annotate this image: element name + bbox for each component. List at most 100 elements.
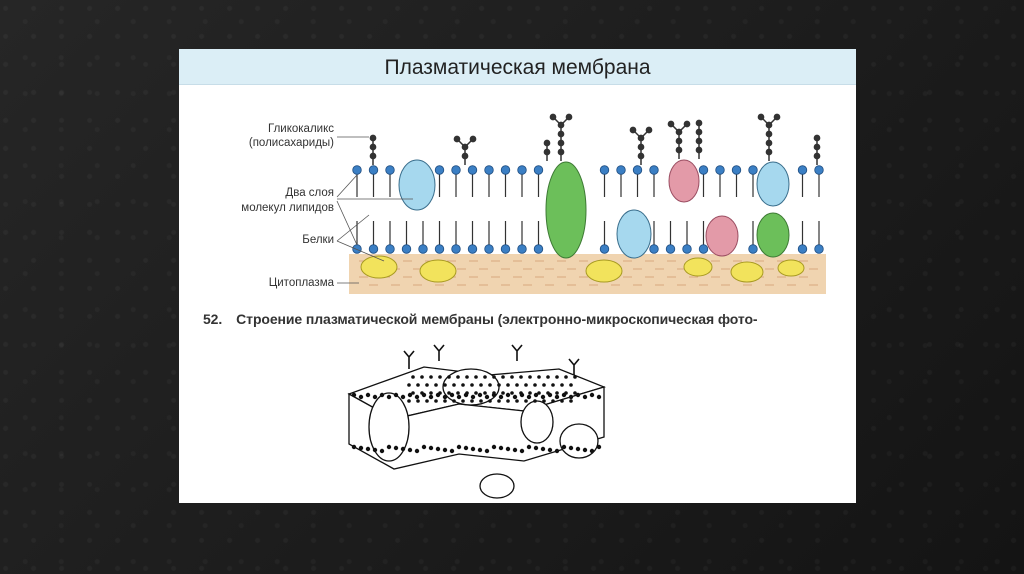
lipid-head	[534, 245, 543, 254]
lipid-head	[815, 245, 824, 254]
sketch-dot	[524, 383, 528, 387]
sketch-dot	[474, 375, 478, 379]
sketch-dot	[515, 383, 519, 387]
sketch-dot	[352, 393, 356, 397]
lipid-head	[666, 245, 675, 254]
sketch-dot	[479, 399, 483, 403]
sketch-dot	[429, 395, 433, 399]
sketch-dot	[569, 399, 573, 403]
sketch-dot	[366, 447, 370, 451]
sketch-dot	[366, 393, 370, 397]
sketch-dot	[515, 399, 519, 403]
lipid-head	[369, 166, 378, 175]
sugar-bead	[668, 121, 673, 126]
lipid-head	[732, 166, 741, 175]
sketch-dot	[456, 391, 460, 395]
slide: Плазматическая мембрана	[179, 49, 856, 503]
sketch-dot	[583, 395, 587, 399]
sketch-dot	[534, 446, 538, 450]
lipid-head	[353, 166, 362, 175]
glycocalyx-chains	[370, 114, 819, 165]
sketch-dot	[452, 399, 456, 403]
sketch-dot	[564, 391, 568, 395]
sketch-dot	[527, 445, 531, 449]
protein-green-large	[546, 162, 586, 258]
sketch-dot	[478, 393, 482, 397]
sketch-chain-2	[434, 345, 444, 361]
protein-blue-2	[617, 210, 651, 258]
sugar-bead	[646, 127, 651, 132]
figure-caption: 52.Строение плазматической мембраны (эле…	[203, 311, 757, 327]
sketch-dot	[555, 449, 559, 453]
sketch-dot	[387, 445, 391, 449]
sugar-bead	[470, 136, 475, 141]
sketch-dot	[420, 391, 424, 395]
sketch-dot	[513, 448, 517, 452]
sketch-dot	[443, 395, 447, 399]
sketch-dot	[359, 446, 363, 450]
sketch-protein-bottom	[480, 474, 514, 498]
sketch-dot	[471, 447, 475, 451]
protein-blue-1	[399, 160, 435, 210]
sketch-dot	[447, 375, 451, 379]
sketch-dot	[483, 391, 487, 395]
sketch-dot	[506, 399, 510, 403]
sugar-bead	[758, 114, 763, 119]
sugar-bead	[550, 114, 555, 119]
lipid-head	[699, 166, 708, 175]
sketch-dot	[485, 449, 489, 453]
sketch-dot	[569, 395, 573, 399]
sketch-dot	[519, 375, 523, 379]
protein-green-2	[757, 213, 789, 257]
sketch-dot	[465, 391, 469, 395]
lipid-head	[386, 166, 395, 175]
sketch-dot	[474, 391, 478, 395]
sketch-dot	[488, 399, 492, 403]
lipid-head	[798, 166, 807, 175]
protein-pink-2	[706, 216, 738, 256]
sketch-dot	[510, 391, 514, 395]
sugar-bead	[630, 127, 635, 132]
sketch-dot	[394, 393, 398, 397]
sketch-dot	[506, 393, 510, 397]
sketch-dot	[597, 395, 601, 399]
sketch-dot	[456, 375, 460, 379]
sketch-dot	[497, 399, 501, 403]
sketch-dot	[560, 383, 564, 387]
sketch-dot	[560, 399, 564, 403]
lipid-head	[617, 166, 626, 175]
sugar-bead	[814, 135, 819, 140]
sketch-dot	[401, 447, 405, 451]
sketch-dot	[506, 447, 510, 451]
sketch-dot	[555, 391, 559, 395]
sketch-dot	[443, 448, 447, 452]
sketch-dot	[555, 395, 559, 399]
lipid-head	[419, 245, 428, 254]
lipid-head	[815, 166, 824, 175]
sketch-dot	[457, 395, 461, 399]
protein-yellow-4	[684, 258, 712, 276]
sketch-dot	[450, 449, 454, 453]
sugar-bead	[544, 140, 549, 145]
sketch-dot	[597, 445, 601, 449]
leader-bilayer-top	[337, 175, 357, 197]
sketch-dot	[497, 383, 501, 387]
sketch-dot	[461, 399, 465, 403]
labels: Гликокаликс (полисахариды) Два слоя моле…	[241, 123, 334, 289]
sugar-bead	[454, 136, 459, 141]
sketch-dot	[373, 448, 377, 452]
sketch-dot	[471, 395, 475, 399]
sketch-dot	[387, 395, 391, 399]
lipid-head	[749, 245, 758, 254]
sketch-dot	[583, 448, 587, 452]
sketch-dot	[528, 391, 532, 395]
sketch-dot	[548, 448, 552, 452]
lipid-head	[716, 166, 725, 175]
lipid-head	[650, 166, 659, 175]
sketch-dot	[461, 383, 465, 387]
lipid-head	[749, 166, 758, 175]
sketch-dot	[416, 383, 420, 387]
sketch-dot	[555, 375, 559, 379]
lipid-head	[534, 166, 543, 175]
lipid-head	[452, 166, 461, 175]
